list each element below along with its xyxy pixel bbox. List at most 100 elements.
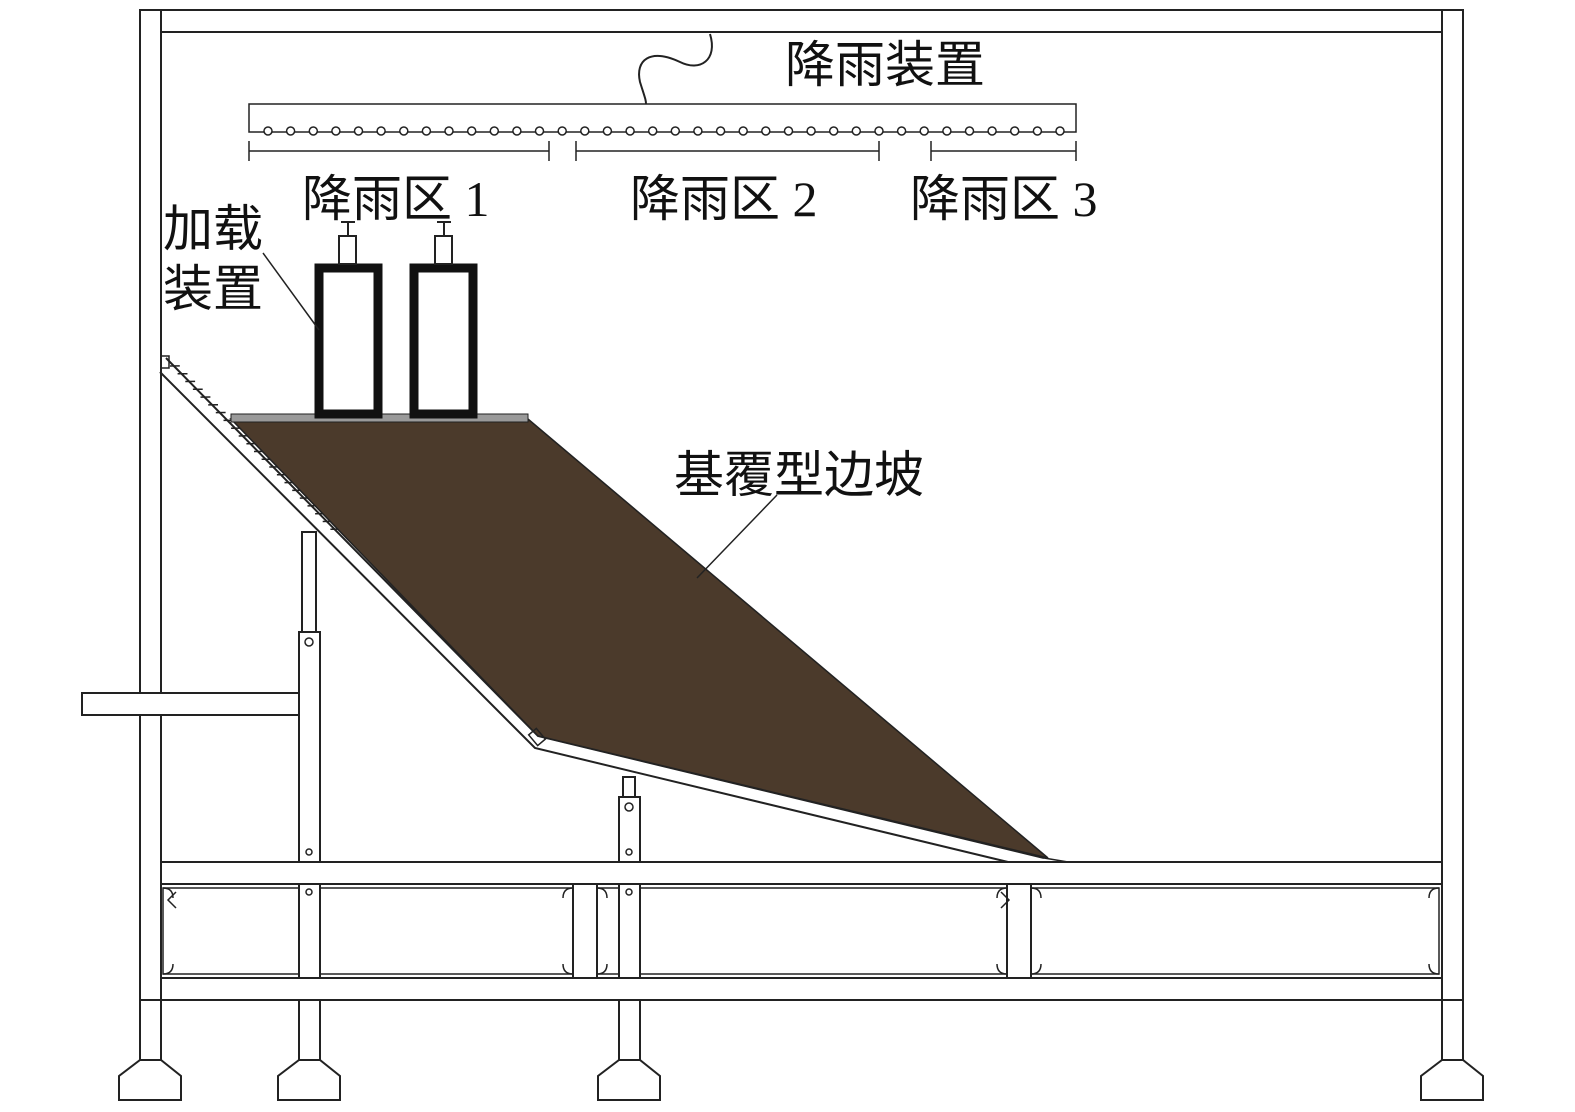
foot-2 [277,1059,341,1101]
rain-nozzle [647,126,658,136]
legs [118,999,1484,1101]
rain-nozzle [285,126,296,136]
foot-1 [118,1059,182,1101]
rain-hose [638,33,713,105]
rain-nozzle [806,126,816,136]
rain-nozzle [670,126,681,136]
slope-soil-cover [229,418,1049,859]
leg-right [1441,999,1464,1061]
base-strut-2 [1006,883,1032,979]
outer-frame [81,9,1464,1061]
loading-leader-line [262,252,320,331]
slope-label: 基覆型边坡 [674,447,924,503]
hatch-lines [169,365,341,530]
jack-right-bolt-lower [625,888,633,896]
loading-screw-right [437,221,451,236]
lower-base-beam [160,977,1443,1001]
jack-right-bolt-bottom [625,848,633,856]
zone-1-bracket [248,141,550,161]
brackets-right [1030,887,1440,975]
rainfall-device [248,33,1077,161]
rain-nozzle [693,126,703,136]
rain-nozzle [1055,126,1065,136]
rain-nozzle [353,126,364,136]
zone-1-label: 降雨区 1 [302,171,490,227]
rain-nozzle [489,126,500,136]
loading-piston-right [434,235,453,265]
bedrock-plate-bottom-edge [159,371,1009,863]
rain-pipe [248,103,1077,133]
leg-left-outer [139,999,162,1061]
rain-nozzle [444,126,454,136]
brackets-left [162,887,574,975]
side-arm [81,692,301,716]
zone-3-label: 降雨区 3 [910,171,1098,227]
brackets-middle [596,887,1008,975]
rain-nozzle [783,126,794,136]
rain-nozzle [1032,126,1043,136]
rain-nozzle [580,126,590,136]
jack-left-bolt-bottom [305,848,313,856]
loading-screw-left [341,221,355,236]
slope-leader-line [696,494,778,579]
rain-nozzle [602,126,613,136]
jack-right-bolt-top [624,802,634,812]
rain-nozzle [399,126,409,136]
jack-left-bolt-lower [305,888,313,896]
rain-nozzle [263,126,273,136]
rain-nozzle [828,126,839,136]
right-post [1441,9,1464,1061]
rain-nozzle [331,126,341,136]
rain-nozzle [851,126,862,136]
zone-2-label: 降雨区 2 [630,171,818,227]
foot-3 [597,1059,661,1101]
slope-model [159,355,1069,863]
rain-nozzle [896,126,907,136]
rain-nozzle [738,126,748,136]
bracket-details [166,891,1011,909]
leg-middle [618,999,641,1061]
rain-nozzle [625,126,635,136]
base-platform [160,861,1443,1001]
loading-cylinder-right [409,263,478,419]
jack-left-body [298,631,321,863]
leg-left-inner [298,999,321,1061]
rain-nozzle [534,126,545,136]
base-strut-1 [572,883,598,979]
base-panel-right [1030,887,1440,975]
rain-nozzle [715,126,726,136]
base-panel-left [162,887,574,975]
rain-nozzles [263,126,1065,136]
rainfall-device-label: 降雨装置 [785,37,985,93]
rain-nozzle [376,126,386,136]
loading-cylinder-left [314,263,383,419]
rain-nozzle [512,126,522,136]
loading-device [314,221,478,419]
rain-nozzle [919,126,929,136]
loading-device-label-line2: 装置 [163,261,263,317]
loading-piston-left [338,235,357,265]
base-panel-middle [596,887,1008,975]
rain-nozzle [987,126,997,136]
zone-2-bracket [575,141,880,161]
support-jacks [298,531,641,979]
bend-hinge [527,727,547,747]
jack-left-bolt-top [304,637,314,647]
jack-right-rod [622,776,636,798]
top-beam [139,9,1464,33]
bedrock-plate-hatching [169,365,341,530]
rain-nozzle [761,126,771,136]
rain-nozzle [942,126,952,136]
zone-3-bracket [930,141,1077,161]
rain-nozzle [557,126,567,136]
jack-right-body [618,796,641,863]
jack-left-lower [298,883,321,979]
rain-nozzle [466,126,477,136]
upper-base-beam [160,861,1443,885]
left-post [139,9,162,1061]
top-hinge [160,355,170,369]
loading-device-label-line1: 加载 [163,201,263,257]
rain-nozzle [308,126,319,136]
jack-left-rod [301,531,317,633]
